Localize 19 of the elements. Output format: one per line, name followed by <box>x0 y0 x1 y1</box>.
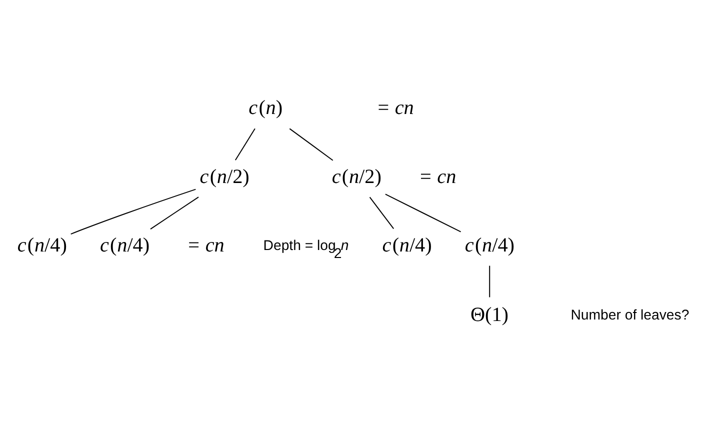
node-text: c(n/4) <box>382 234 432 256</box>
node-text: c(n/4) <box>17 234 67 256</box>
connector <box>369 196 394 229</box>
label: = cn <box>378 97 414 120</box>
label: = cn <box>188 234 224 256</box>
connector <box>70 188 196 235</box>
node-text: c(n/2) <box>332 166 382 188</box>
connector <box>234 128 256 160</box>
label: Number of leaves? <box>570 306 690 323</box>
node-text: Θ(1) <box>470 304 509 326</box>
connector <box>489 266 490 298</box>
connector <box>289 128 334 161</box>
connector <box>150 196 199 230</box>
label: = cn <box>420 166 456 188</box>
connector <box>385 194 461 232</box>
node-text: c(n/4) <box>100 234 150 256</box>
node-text: c(n/2) <box>200 166 250 188</box>
node-text: c(n/4) <box>464 234 515 256</box>
node-text: c(n) <box>248 97 283 120</box>
